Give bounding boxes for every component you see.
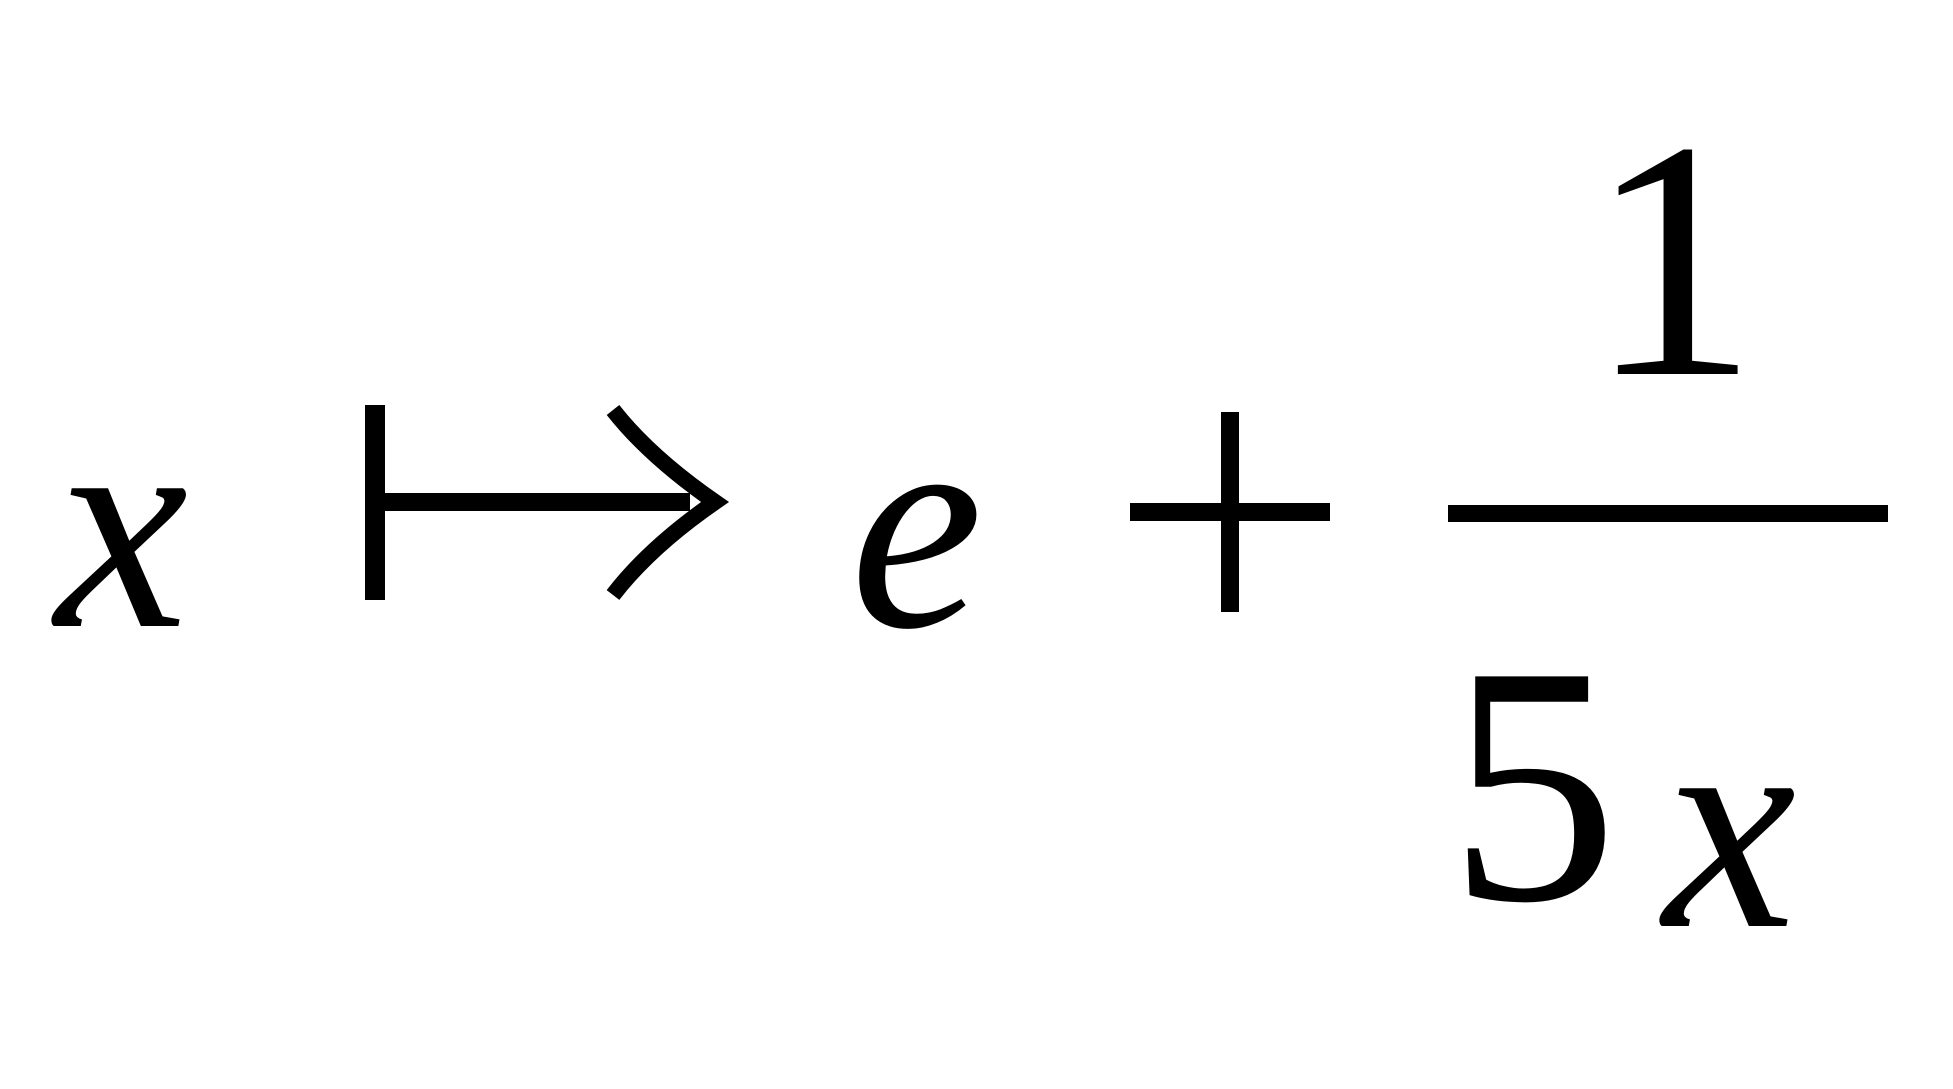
denominator-coefficient: 5 xyxy=(1448,596,1618,973)
plus-sign-icon xyxy=(1130,412,1330,612)
mapsto-arrow-icon xyxy=(365,405,730,600)
variable-x: x xyxy=(55,359,189,691)
denominator-variable: x xyxy=(1663,659,1797,991)
fraction-bar xyxy=(1448,505,1888,522)
fraction: 1 5 x xyxy=(1448,60,1888,975)
fraction-numerator: 1 xyxy=(1588,71,1758,448)
constant-e: e xyxy=(850,359,984,691)
